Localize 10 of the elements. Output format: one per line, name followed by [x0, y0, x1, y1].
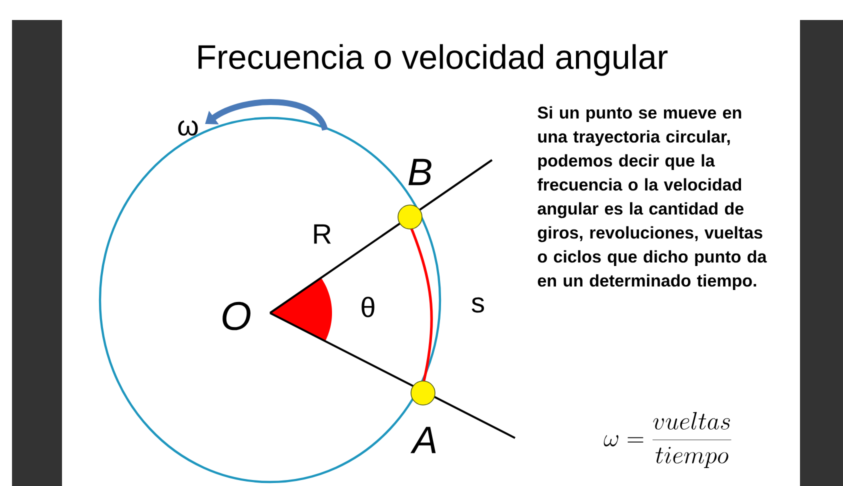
arc-label: s — [472, 297, 484, 313]
description-paragraph: Si un punto se mueve en una trayectoria circular, podemos decir que la frecuencia o la velocidad angular es la cantidad de giros, revoluciones, vueltas o ciclos que dicho punto da en un determinado tiempo. — [538, 106, 767, 290]
angle-label: θ — [362, 296, 374, 318]
omega-label: ω — [178, 120, 198, 136]
formula: $\omega = \frac{vueltas}{tiempo}$ — [604, 412, 732, 468]
title: Frecuencia o velocidad angular — [198, 44, 668, 76]
point-label: B — [408, 158, 432, 186]
center-label: O — [222, 302, 250, 330]
point-label: A — [410, 426, 436, 454]
radius-label: R — [314, 224, 331, 244]
